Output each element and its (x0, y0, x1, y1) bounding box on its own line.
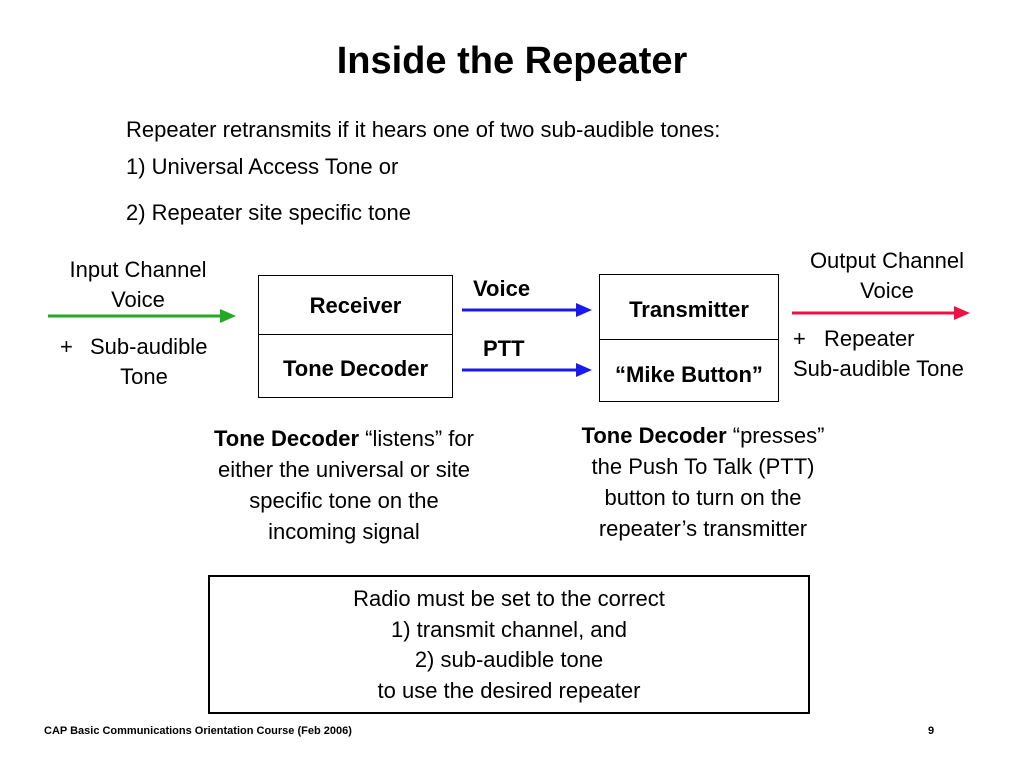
tone-decoder-listens-text: Tone Decoder “listens” for either the un… (168, 423, 520, 547)
slide-title: Inside the Repeater (336, 40, 688, 82)
voice-arrow (462, 303, 592, 317)
transmitter-box: Transmitter “Mike Button” (599, 274, 779, 402)
tone-decoder-label: Tone Decoder (282, 356, 429, 381)
input-voice-label: Voice (111, 287, 165, 312)
desc-left-line2: either the universal or site (218, 457, 470, 482)
desc-right-line2: the Push To Talk (PTT) (591, 454, 815, 479)
footer-page-number: 9 (928, 725, 935, 737)
output-arrow (792, 306, 970, 320)
output-subaudible-tone-label: Sub-audible Tone (793, 356, 964, 381)
note-line-2: 1) transmit channel, and (390, 616, 628, 642)
input-arrow (48, 309, 236, 323)
desc-left-line3: specific tone on the (249, 488, 439, 513)
note-line-3: 2) sub-audible tone (414, 647, 604, 672)
input-channel-label: Input Channel (69, 257, 207, 282)
desc-right-line1: “presses” (726, 423, 825, 448)
input-tone-label: Tone (120, 364, 168, 389)
desc-left-line4: incoming signal (268, 519, 420, 544)
input-plus-sign: + (60, 334, 73, 359)
note-line-4: to use the desired repeater (377, 677, 641, 703)
desc-left-bold: Tone Decoder (214, 426, 360, 451)
desc-right-line4: repeater’s transmitter (598, 516, 808, 541)
output-repeater-label: Repeater (824, 326, 915, 351)
tone-decoder-presses-text: Tone Decoder “presses” the Push To Talk … (528, 420, 878, 544)
note-line-1: Radio must be set to the correct (353, 586, 665, 611)
intro-line-1: Repeater retransmits if it hears one of … (126, 117, 721, 142)
desc-left-line1: “listens” for (359, 426, 474, 451)
desc-right-line3: button to turn on the (604, 485, 802, 510)
transmitter-divider (600, 339, 778, 340)
receiver-label: Receiver (309, 293, 402, 318)
output-channel-label: Output Channel (809, 248, 965, 273)
output-voice-label: Voice (860, 278, 914, 303)
voice-signal-label: Voice (473, 276, 531, 301)
desc-right-bold: Tone Decoder (581, 423, 727, 448)
intro-line-2: 1) Universal Access Tone or (126, 154, 399, 179)
ptt-signal-label: PTT (483, 336, 525, 361)
mike-button-label: “Mike Button” (615, 362, 763, 387)
intro-line-3: 2) Repeater site specific tone (126, 200, 411, 225)
output-plus-sign: + (793, 326, 806, 351)
ptt-arrow (462, 363, 592, 377)
receiver-divider (259, 334, 452, 335)
transmitter-label: Transmitter (629, 297, 749, 322)
input-subaudible-label: Sub-audible (90, 334, 208, 359)
footer-course-title: CAP Basic Communications Orientation Cou… (44, 725, 352, 737)
receiver-box: Receiver Tone Decoder (258, 275, 453, 398)
radio-settings-note-box: Radio must be set to the correct 1) tran… (208, 575, 810, 714)
